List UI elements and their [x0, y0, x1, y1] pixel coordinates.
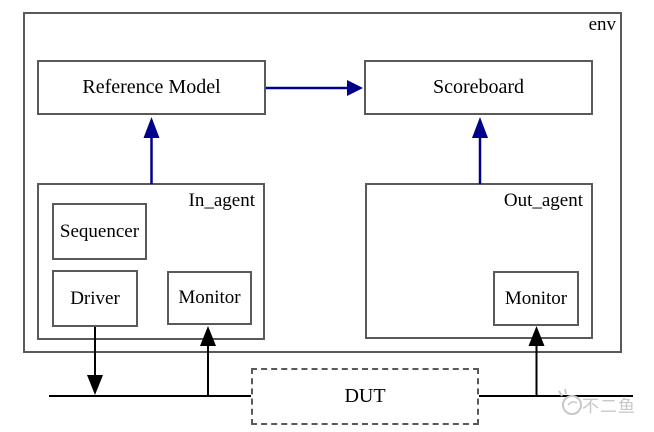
scoreboard-label: Scoreboard	[432, 76, 525, 98]
out-monitor-label: Monitor	[504, 287, 568, 309]
dut-box: DUT	[251, 368, 479, 425]
reference-model-box: Reference Model	[37, 60, 266, 115]
sequencer-box: Sequencer	[52, 203, 147, 260]
dut-label: DUT	[344, 385, 386, 407]
driver-label: Driver	[70, 287, 120, 309]
watermark-fish-icon	[558, 388, 582, 415]
in-monitor-box: Monitor	[167, 271, 252, 325]
in-monitor-label: Monitor	[178, 287, 241, 308]
in-agent-box: In_agent	[37, 183, 265, 340]
reference-model-label: Reference Model	[82, 76, 221, 98]
scoreboard-box: Scoreboard	[364, 60, 593, 115]
driver-box: Driver	[52, 270, 138, 327]
in-agent-label: In_agent	[188, 190, 255, 211]
out-agent-label: Out_agent	[503, 190, 583, 211]
out-monitor-box: Monitor	[493, 271, 579, 326]
out-agent-box: Out_agent	[365, 183, 593, 339]
watermark-text: 不二鱼	[582, 397, 636, 416]
env-label: env	[588, 14, 616, 35]
sequencer-label: Sequencer	[59, 220, 140, 242]
